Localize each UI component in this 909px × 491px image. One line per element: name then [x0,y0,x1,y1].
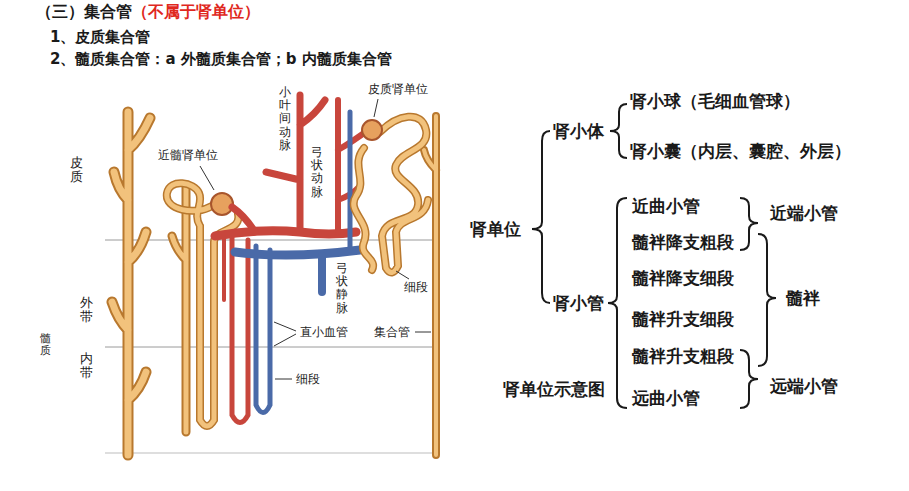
tree-group: 髓袢 [786,288,820,308]
zone-label: 髓质 [40,333,51,357]
section-item: 2、髓质集合管：a 外髓质集合管；b 内髓质集合管 [50,50,392,68]
leader-lines [200,99,431,379]
tree-term: 远曲小管 [632,388,700,408]
structure-label: 细段 [296,372,320,386]
vessel-label: 弓状静脉 [336,262,348,315]
tree-term: 肾小管 [553,293,604,313]
heading: （三）集合管 [36,2,132,21]
tree-term: 肾小囊（内层、囊腔、外层） [630,141,851,161]
arteries [215,95,368,236]
cortical-nephron [354,117,428,273]
tree-term: 肾小体 [553,121,604,141]
figure-caption: 肾单位示意图 [503,379,605,399]
tree-term: 肾单位 [470,219,521,239]
collecting-ducts [112,112,436,455]
tree-term: 髓袢升支细段 [632,309,734,329]
zone-label: 外带 [80,296,93,325]
heading-note: （不属于肾单位） [132,2,260,21]
tree-group: 近端小管 [770,203,838,223]
vessel-label: 弓状动脉 [311,146,323,199]
structure-label: 集合管 [374,325,410,339]
zone-label: 内带 [80,352,93,381]
zone-label: 皮质 [70,156,83,185]
tree-term: 髓袢升支粗段 [632,346,734,366]
structure-label: 近髓肾单位 [158,148,218,162]
vessel-label: 直小血管 [300,325,348,339]
tree-term: 髓袢降支细段 [632,268,734,288]
tree-term: 髓袢降支粗段 [632,232,734,252]
structure-label: 细段 [404,280,428,294]
tree-term: 近曲小管 [632,196,700,216]
vessel-label: 小叶间动脉 [279,86,291,152]
tree-term: 肾小球（毛细血管球） [630,91,800,111]
tree-group: 远端小管 [770,376,838,396]
vasa-recta [224,238,270,423]
structure-label: 皮质肾单位 [368,82,428,96]
section-item: 1、皮质集合管 [50,28,150,46]
juxtamedullary-nephron [167,183,239,426]
